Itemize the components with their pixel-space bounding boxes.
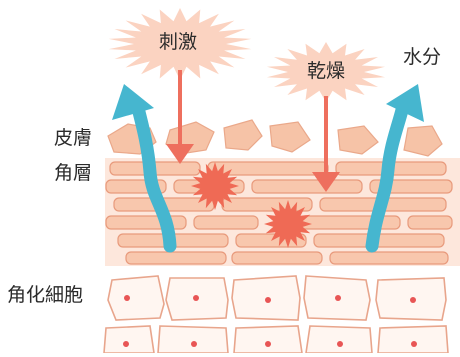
flake [404, 126, 442, 156]
blue-arrow-heads [112, 84, 424, 122]
keratinocyte-cells [104, 276, 448, 353]
cell [306, 326, 372, 353]
cell [158, 326, 228, 353]
brick [222, 198, 312, 211]
stimulus-label: 刺激 [159, 33, 197, 52]
brick [232, 252, 322, 264]
brick [300, 216, 400, 229]
flake [270, 122, 310, 152]
brick [408, 216, 452, 229]
nucleus [410, 297, 416, 303]
irritation-spot [191, 162, 239, 210]
brick [106, 216, 186, 229]
nucleus [193, 295, 199, 301]
nucleus [123, 341, 129, 347]
nucleus [337, 341, 343, 347]
nucleus [124, 295, 130, 301]
stratum-corneum-label: 角層 [54, 164, 92, 183]
moisture-label: 水分 [403, 48, 441, 67]
flake [224, 120, 262, 150]
cell [378, 326, 448, 353]
brick [194, 216, 258, 229]
nucleus [411, 341, 417, 347]
skin-label: 皮膚 [54, 129, 92, 148]
brick [330, 252, 448, 264]
flake [338, 126, 378, 154]
burst-shapes [109, 8, 385, 102]
nucleus [265, 341, 271, 347]
irritation-spot [264, 200, 312, 248]
cell [104, 326, 154, 353]
keratinocytes-label: 角化細胞 [7, 286, 83, 305]
cell [108, 276, 164, 320]
cell [234, 326, 302, 353]
nucleus [191, 341, 197, 347]
brick [126, 252, 226, 264]
nucleus [265, 297, 271, 303]
dryness-label: 乾燥 [307, 62, 345, 81]
brick [252, 180, 362, 193]
nucleus [335, 295, 341, 301]
